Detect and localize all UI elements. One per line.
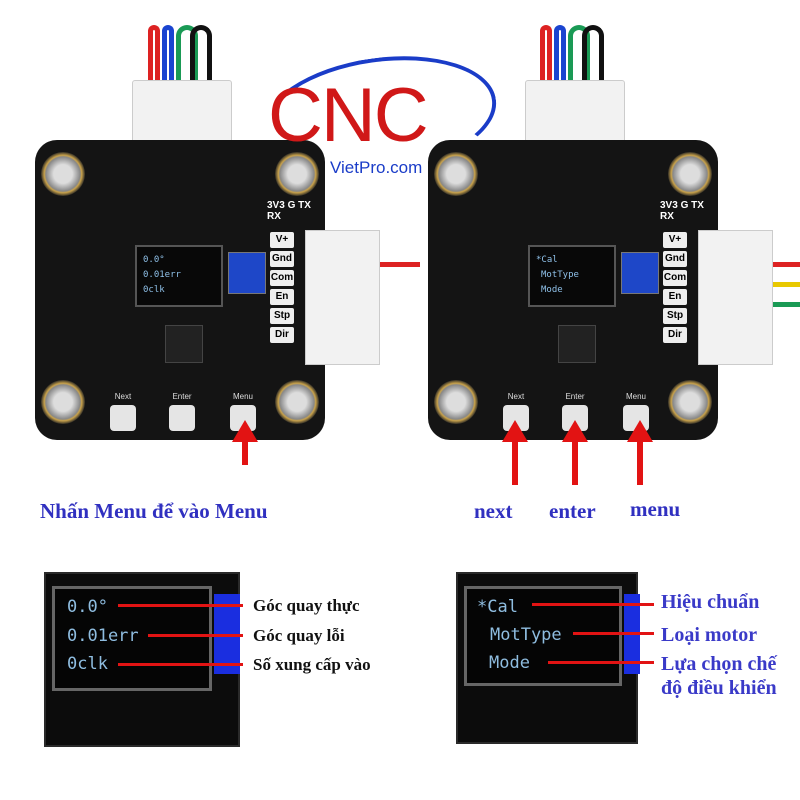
cable-blue	[554, 25, 566, 115]
uart-label: 3V3 G TX RX	[267, 200, 311, 222]
wire	[380, 262, 420, 267]
control-connector	[698, 230, 773, 365]
driver-board: 3V3 G TX RX *Cal MotType Mode V+ Gnd Com…	[428, 140, 718, 440]
cable-blue	[162, 25, 174, 115]
annotation: Số xung cấp vào	[253, 655, 371, 674]
menu-label: Menu	[232, 392, 253, 401]
screen-line: Mode	[541, 285, 563, 295]
wire	[770, 302, 800, 307]
pin-label: Stp	[270, 308, 294, 324]
control-connector	[305, 230, 380, 365]
screen-line: 0.01err	[143, 270, 181, 280]
arrow-shaft	[242, 440, 248, 465]
screen-line: *Cal	[536, 255, 558, 265]
pin-label: Com	[663, 270, 687, 286]
oled-closeup	[52, 586, 212, 691]
oled-closeup	[464, 586, 622, 686]
pin-label: Gnd	[663, 251, 687, 267]
screen-closeup-left	[44, 572, 240, 747]
pointer-line	[532, 603, 654, 606]
next-label: Next	[507, 392, 525, 401]
screw	[275, 152, 319, 196]
annotation: độ điều khiển	[661, 677, 777, 699]
screw	[668, 152, 712, 196]
screen-line-mottype: MotType	[490, 625, 562, 645]
cable-green	[568, 25, 590, 115]
arrow-shaft	[512, 440, 518, 485]
logo-subtitle: VietPro.com	[330, 158, 423, 177]
screw	[41, 152, 85, 196]
screen-closeup-right	[456, 572, 640, 744]
logo-text: CNC	[268, 73, 429, 158]
pin-label: Gnd	[270, 251, 294, 267]
arrow-up-icon	[502, 420, 528, 442]
pin-label: Com	[270, 270, 294, 286]
caption-enter: enter	[549, 499, 596, 523]
screw	[434, 380, 478, 424]
cable-red	[148, 25, 160, 115]
cable-black	[190, 25, 212, 115]
enter-label: Enter	[565, 392, 585, 401]
mcu-chip	[558, 325, 596, 363]
arrow-shaft	[637, 440, 643, 485]
pointer-line	[148, 634, 243, 637]
pin-label: En	[270, 289, 294, 305]
screen-line: 0.0°	[143, 255, 165, 265]
oled-screen: *Cal MotType Mode	[528, 245, 616, 307]
screen-line-angle: 0.0°	[67, 597, 108, 617]
pin-label: Dir	[663, 327, 687, 343]
arrow-up-icon	[232, 420, 258, 442]
annotation: Lựa chọn chế	[661, 653, 777, 675]
potentiometer[interactable]	[621, 252, 659, 294]
potentiometer[interactable]	[228, 252, 266, 294]
pin-label: Stp	[663, 308, 687, 324]
pointer-line	[548, 661, 654, 664]
cable-green	[176, 25, 198, 115]
screen-line-error: 0.01err	[67, 626, 139, 646]
pin-label: En	[663, 289, 687, 305]
enter-label: Enter	[172, 392, 192, 401]
annotation: Hiệu chuẩn	[661, 591, 760, 613]
screen-line-mode: Mode	[489, 653, 530, 673]
pin-labels: V+ Gnd Com En Stp Dir	[270, 232, 294, 346]
enter-button[interactable]	[169, 405, 195, 431]
arrow-shaft	[572, 440, 578, 485]
pin-label: Dir	[270, 327, 294, 343]
wire	[770, 262, 800, 267]
wire	[770, 282, 800, 287]
caption-press-menu: Nhấn Menu để vào Menu	[40, 499, 268, 523]
screw	[41, 380, 85, 424]
pointer-line	[118, 663, 243, 666]
mcu-chip	[165, 325, 203, 363]
caption-next: next	[474, 499, 513, 523]
oled-screen: 0.0° 0.01err 0clk	[135, 245, 223, 307]
pointer-line	[573, 632, 654, 635]
pin-labels: V+ Gnd Com En Stp Dir	[663, 232, 687, 346]
arrow-up-icon	[562, 420, 588, 442]
next-label: Next	[114, 392, 132, 401]
caption-menu: menu	[630, 497, 681, 521]
annotation: Loại motor	[661, 624, 758, 646]
driver-board: 3V3 G TX RX 0.0° 0.01err 0clk V+ Gnd Com…	[35, 140, 325, 440]
arrow-up-icon	[627, 420, 653, 442]
screw	[434, 152, 478, 196]
cable-red	[540, 25, 552, 115]
pointer-line	[118, 604, 243, 607]
cable-black	[582, 25, 604, 115]
screen-line: 0clk	[143, 285, 165, 295]
pin-label: V+	[663, 232, 687, 248]
annotation: Góc quay thực	[253, 596, 360, 615]
uart-label: 3V3 G TX RX	[660, 200, 704, 222]
screw	[275, 380, 319, 424]
screen-line: MotType	[541, 270, 579, 280]
annotation: Góc quay lỗi	[253, 626, 345, 645]
pin-label: V+	[270, 232, 294, 248]
menu-label: Menu	[625, 392, 646, 401]
screw	[668, 380, 712, 424]
next-button[interactable]	[110, 405, 136, 431]
screen-line-cal: *Cal	[477, 597, 518, 617]
screen-line-clock: 0clk	[67, 654, 108, 674]
